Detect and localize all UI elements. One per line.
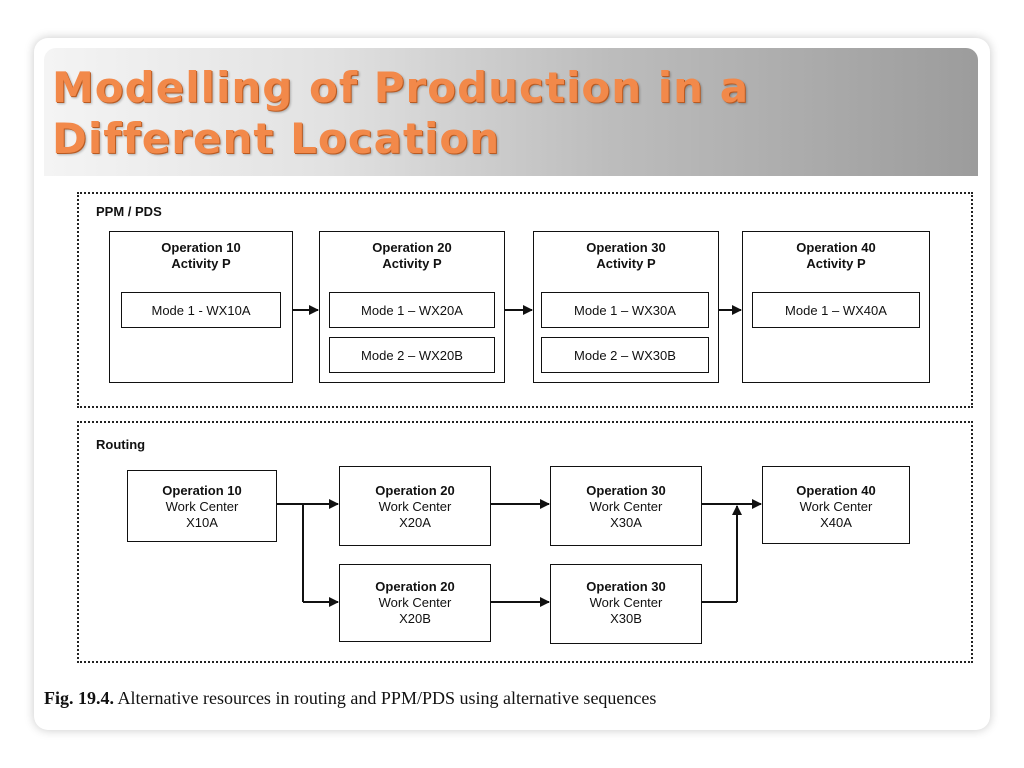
ppm-op20-title: Operation 20 (372, 240, 452, 255)
routing-section-label: Routing (96, 437, 146, 452)
routing-op10-line2: X10A (186, 515, 218, 530)
routing-op20b-line1: Work Center (378, 595, 452, 610)
routing-op40-line1: Work Center (799, 499, 873, 514)
routing-op40-title: Operation 40 (796, 483, 876, 498)
ppm-op10-title: Operation 10 (161, 240, 241, 255)
ppm-op30-sub: Activity P (596, 256, 656, 271)
ppm-op40-title: Operation 40 (796, 240, 876, 255)
routing-operation-30b: Operation 30 Work Center X30B (550, 564, 702, 644)
ppm-op40-mode-1: Mode 1 – WX40A (752, 292, 920, 328)
routing-op10-title: Operation 10 (162, 483, 242, 498)
ppm-op40-sub: Activity P (806, 256, 866, 271)
ppm-section-label: PPM / PDS (96, 204, 162, 219)
ppm-op10-mode-1: Mode 1 - WX10A (121, 292, 281, 328)
routing-op30a-line2: X30A (610, 515, 642, 530)
routing-op10-line1: Work Center (165, 499, 239, 514)
routing-op30b-line1: Work Center (589, 595, 663, 610)
routing-operation-40: Operation 40 Work Center X40A (762, 466, 910, 544)
routing-op30b-line2: X30B (610, 611, 642, 626)
ppm-op20-mode-1: Mode 1 – WX20A (329, 292, 495, 328)
ppm-section-frame (77, 192, 973, 408)
routing-op40-line2: X40A (820, 515, 852, 530)
ppm-op20-sub: Activity P (382, 256, 442, 271)
ppm-op20-mode-2: Mode 2 – WX20B (329, 337, 495, 373)
figure-caption: Fig. 19.4. Alternative resources in rout… (44, 688, 974, 709)
title-bar (44, 48, 978, 176)
routing-op20a-line2: X20A (399, 515, 431, 530)
figure-caption-text: Alternative resources in routing and PPM… (114, 688, 657, 708)
slide-title: Modelling of Production in a Different L… (52, 63, 750, 163)
routing-operation-20a: Operation 20 Work Center X20A (339, 466, 491, 546)
routing-op30a-title: Operation 30 (586, 483, 666, 498)
routing-operation-20b: Operation 20 Work Center X20B (339, 564, 491, 642)
routing-op20b-line2: X20B (399, 611, 431, 626)
ppm-op10-sub: Activity P (171, 256, 231, 271)
ppm-op30-mode-1: Mode 1 – WX30A (541, 292, 709, 328)
routing-op20a-line1: Work Center (378, 499, 452, 514)
routing-section-frame (77, 421, 973, 663)
ppm-op30-mode-2: Mode 2 – WX30B (541, 337, 709, 373)
routing-op20a-title: Operation 20 (375, 483, 455, 498)
ppm-op30-title: Operation 30 (586, 240, 666, 255)
routing-op30a-line1: Work Center (589, 499, 663, 514)
routing-op20b-title: Operation 20 (375, 579, 455, 594)
figure-caption-prefix: Fig. 19.4. (44, 688, 114, 708)
routing-operation-10: Operation 10 Work Center X10A (127, 470, 277, 542)
routing-operation-30a: Operation 30 Work Center X30A (550, 466, 702, 546)
routing-op30b-title: Operation 30 (586, 579, 666, 594)
